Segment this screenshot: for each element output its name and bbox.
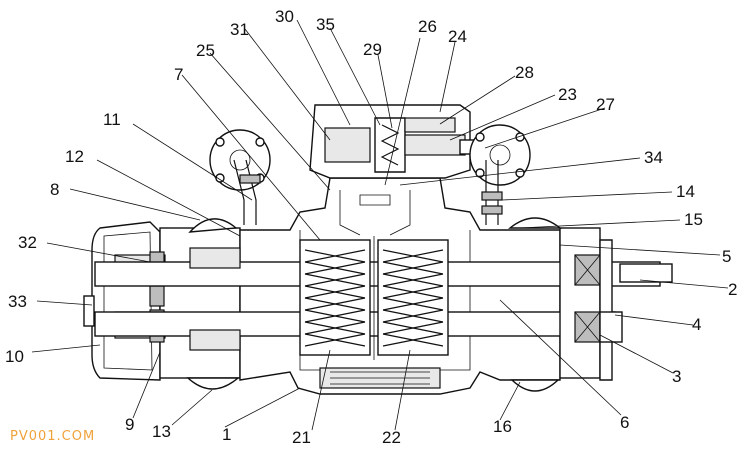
callout-2: 2 — [728, 280, 737, 299]
left-plug — [83, 295, 95, 327]
outlet-ribs — [330, 371, 430, 385]
callout-23: 23 — [558, 85, 577, 104]
right-foot — [510, 379, 560, 392]
callout-28: 28 — [515, 63, 534, 82]
right-top-lug — [508, 217, 562, 229]
callout-9: 9 — [125, 415, 134, 434]
callout-24: 24 — [448, 27, 467, 46]
callout-14: 14 — [676, 182, 695, 201]
valve-spring — [380, 124, 400, 166]
callout-22: 22 — [382, 428, 401, 447]
leader-lines — [31, 19, 729, 431]
callout-1: 1 — [222, 425, 231, 444]
callout-21: 21 — [292, 428, 311, 447]
gear-upper — [189, 247, 241, 269]
drive-shaft-end — [619, 263, 673, 283]
left-foot — [186, 377, 240, 390]
watermark-text: PV001.COM — [10, 429, 95, 444]
callout-26: 26 — [418, 17, 437, 36]
callout-29: 29 — [363, 40, 382, 59]
callout-30: 30 — [275, 7, 294, 26]
right-bearing-upper-x — [574, 254, 601, 286]
callout-16: 16 — [493, 417, 512, 436]
screw-rotor-left — [299, 239, 371, 356]
callout-31: 31 — [230, 20, 249, 39]
callout-11: 11 — [103, 110, 121, 129]
callout-7: 7 — [174, 65, 183, 84]
callout-8: 8 — [50, 180, 59, 199]
callout-3: 3 — [672, 367, 681, 386]
right-end-cap — [599, 239, 613, 381]
callout-13: 13 — [152, 422, 171, 441]
left-seal — [149, 285, 165, 307]
callout-34: 34 — [644, 148, 663, 167]
callout-25: 25 — [196, 41, 215, 60]
callout-numbers: 1 2 3 4 5 6 7 8 9 10 11 12 13 14 15 16 2… — [5, 7, 737, 447]
right-lower-cap — [599, 311, 623, 343]
screw-rotor-right — [377, 239, 449, 356]
gear-lower — [189, 329, 241, 351]
callout-5: 5 — [722, 247, 731, 266]
mechanical-drawing — [83, 104, 673, 395]
left-flange — [209, 129, 271, 225]
valve-body-left — [324, 127, 371, 163]
right-flange — [469, 124, 531, 225]
callout-27: 27 — [596, 95, 615, 114]
inlet-throat — [359, 194, 391, 206]
callout-15: 15 — [684, 210, 703, 229]
right-bearing-lower-x — [574, 311, 601, 343]
left-top-lug — [188, 218, 238, 233]
callout-6: 6 — [620, 413, 629, 432]
callout-35: 35 — [316, 15, 335, 34]
right-bearing-housing — [559, 227, 601, 379]
callout-12: 12 — [65, 147, 84, 166]
callout-10: 10 — [5, 347, 24, 366]
inlet-passage — [339, 190, 411, 236]
valve-top-plate — [404, 117, 456, 133]
callout-32: 32 — [18, 233, 37, 252]
callout-33: 33 — [8, 292, 27, 311]
callout-4: 4 — [692, 315, 701, 334]
valve-piston — [404, 134, 466, 156]
